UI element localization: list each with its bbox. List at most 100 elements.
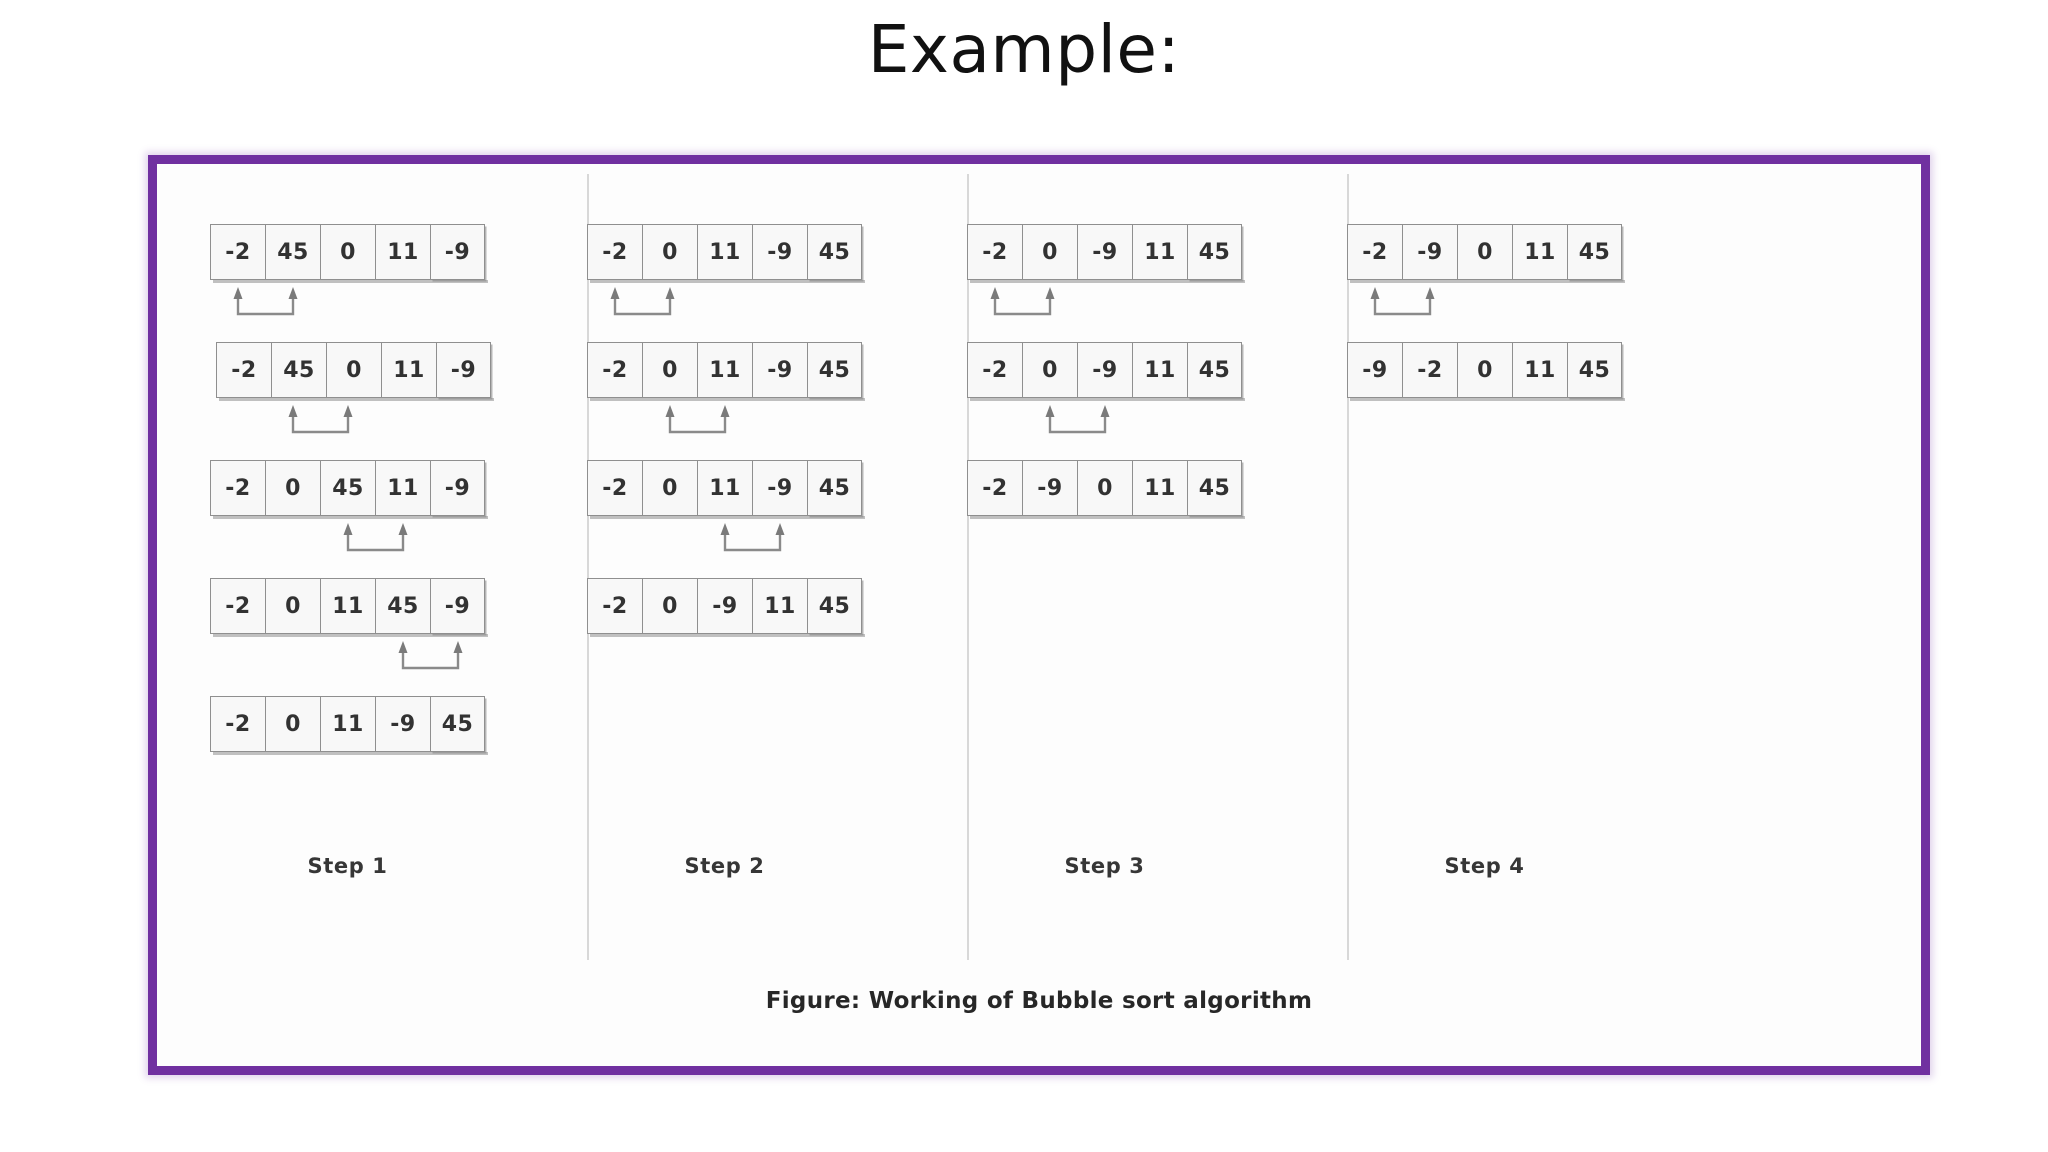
array-cell: -2	[587, 460, 642, 516]
step-label-1: Step 1	[307, 854, 388, 878]
array-cell: 45	[430, 696, 485, 752]
array-cell: -2	[967, 224, 1022, 280]
array-cell: -2	[210, 696, 265, 752]
array-cell: 11	[375, 224, 430, 280]
array-cell: -2	[967, 460, 1022, 516]
array-cell: -2	[967, 342, 1022, 398]
array-cell: -9	[1402, 224, 1457, 280]
array-cell: 0	[265, 578, 320, 634]
swap-compare-arrow-icon	[1367, 286, 1438, 320]
array-cell: 0	[1457, 342, 1512, 398]
array-cell: 45	[1567, 342, 1622, 398]
array-cell: -9	[436, 342, 491, 398]
array-cell: 45	[375, 578, 430, 634]
array-cell: 0	[642, 578, 697, 634]
array-cell: -2	[1347, 224, 1402, 280]
array-cell: 0	[642, 342, 697, 398]
array-cell: 0	[642, 460, 697, 516]
array-cell: 45	[265, 224, 320, 280]
array-cell: 45	[1187, 460, 1242, 516]
array-cell: 0	[1022, 342, 1077, 398]
array-cell: -9	[1077, 342, 1132, 398]
array-cell: -9	[1077, 224, 1132, 280]
array-cell: 11	[320, 578, 375, 634]
array-cell: -2	[210, 578, 265, 634]
array-cell: 11	[752, 578, 807, 634]
swap-compare-arrow-icon	[1042, 404, 1113, 438]
array-cell: 45	[1187, 342, 1242, 398]
array-cell: 45	[807, 224, 862, 280]
array-cell: -9	[430, 224, 485, 280]
array-cell: -2	[587, 224, 642, 280]
column-divider-1	[587, 174, 589, 960]
column-divider-3	[1347, 174, 1349, 960]
array-cell: 0	[265, 696, 320, 752]
array-cell: 11	[1512, 224, 1567, 280]
step-label-4: Step 4	[1444, 854, 1525, 878]
array-cell: 11	[697, 460, 752, 516]
step-label-2: Step 2	[684, 854, 765, 878]
array-cell: 11	[697, 342, 752, 398]
array-cell: -2	[210, 224, 265, 280]
swap-compare-arrow-icon	[987, 286, 1058, 320]
array-cell: -2	[587, 342, 642, 398]
array-cell: -9	[697, 578, 752, 634]
array-cell: 11	[1132, 460, 1187, 516]
array-cell: -9	[375, 696, 430, 752]
array-cell: 45	[807, 578, 862, 634]
array-cell: -9	[1022, 460, 1077, 516]
swap-compare-arrow-icon	[285, 404, 356, 438]
array-cell: 0	[1457, 224, 1512, 280]
array-cell: 0	[326, 342, 381, 398]
swap-compare-arrow-icon	[230, 286, 301, 320]
array-cell: 11	[1132, 224, 1187, 280]
array-cell: -2	[216, 342, 271, 398]
array-cell: 0	[265, 460, 320, 516]
array-cell: -2	[1402, 342, 1457, 398]
array-cell: 11	[381, 342, 436, 398]
array-cell: 45	[1187, 224, 1242, 280]
array-cell: -9	[752, 342, 807, 398]
array-cell: 45	[807, 460, 862, 516]
array-cell: -2	[587, 578, 642, 634]
array-cell: 45	[320, 460, 375, 516]
array-cell: 45	[271, 342, 326, 398]
array-cell: 0	[1077, 460, 1132, 516]
array-cell: -9	[752, 224, 807, 280]
array-cell: 0	[642, 224, 697, 280]
array-cell: 11	[1132, 342, 1187, 398]
array-cell: 0	[320, 224, 375, 280]
array-cell: 11	[375, 460, 430, 516]
array-cell: -9	[430, 460, 485, 516]
figure-caption: Figure: Working of Bubble sort algorithm	[765, 988, 1313, 1014]
array-cell: 11	[1512, 342, 1567, 398]
swap-compare-arrow-icon	[607, 286, 678, 320]
array-cell: 11	[320, 696, 375, 752]
swap-compare-arrow-icon	[395, 640, 466, 674]
swap-compare-arrow-icon	[717, 522, 788, 556]
array-cell: -2	[210, 460, 265, 516]
array-cell: -9	[752, 460, 807, 516]
step-label-3: Step 3	[1064, 854, 1145, 878]
array-cell: 0	[1022, 224, 1077, 280]
array-cell: -9	[1347, 342, 1402, 398]
page-title: Example:	[867, 11, 1181, 88]
column-divider-2	[967, 174, 969, 960]
